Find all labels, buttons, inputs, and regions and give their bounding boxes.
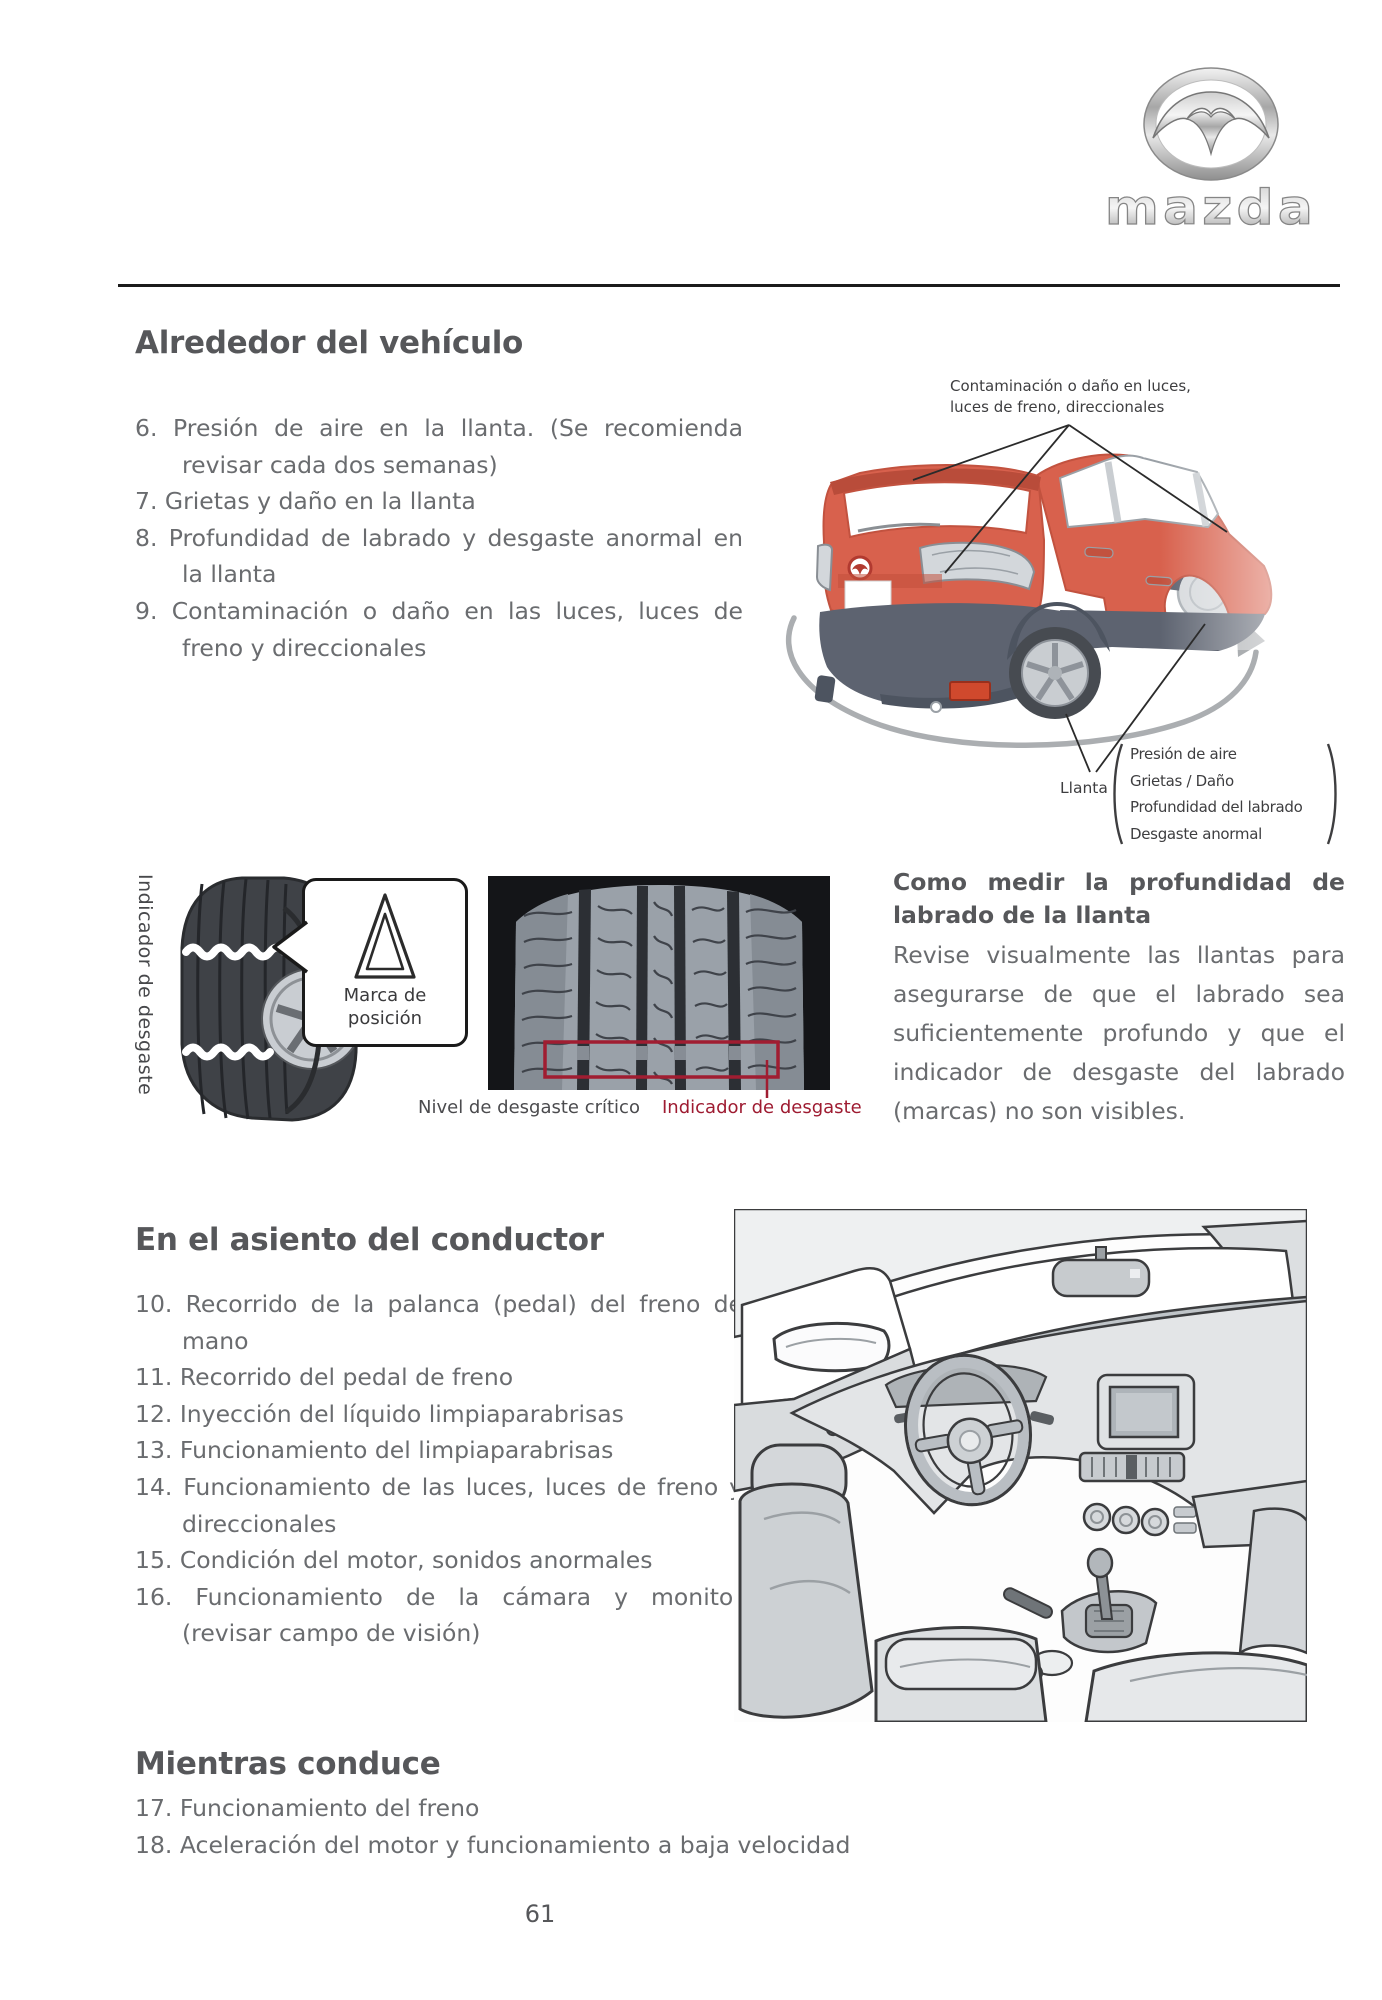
wear-indicator-label: Indicador de desgaste bbox=[662, 1097, 862, 1118]
list-item: 16. Funcionamiento de la cámara y monito… bbox=[135, 1582, 743, 1648]
tread-photo bbox=[488, 876, 830, 1100]
position-mark-callout: Marca de posición bbox=[302, 878, 468, 1047]
list-item: 12. Inyección del líquido limpiaparabris… bbox=[135, 1399, 624, 1428]
rearview-mirror bbox=[1051, 1258, 1151, 1298]
car-rear-illustration bbox=[760, 350, 1360, 850]
wheel-check-bracket: Presión de aire Grietas / Daño Profundid… bbox=[1110, 741, 1340, 847]
bracket-item: Presión de aire bbox=[1130, 745, 1237, 763]
list-item: 13. Funcionamiento del limpiaparabrisas bbox=[135, 1436, 614, 1465]
wheel-pointer-lines bbox=[1065, 623, 1206, 773]
steering-wheel bbox=[903, 1353, 1033, 1507]
callout-label: Marca de posición bbox=[343, 985, 427, 1029]
triangle-mark-icon bbox=[354, 893, 416, 979]
section-heading-driver-seat: En el asiento del conductor bbox=[135, 1222, 604, 1258]
mazda-logo-icon: mazda bbox=[1088, 58, 1334, 238]
list-item: 9. Contaminación o daño en las luces, lu… bbox=[135, 596, 743, 662]
list-item: 15. Condición del motor, sonidos anormal… bbox=[135, 1546, 653, 1575]
tread-measure-body: Revise visualmente las llantas para aseg… bbox=[893, 941, 1345, 1125]
list-item: 14. Funcionamiento de las luces, luces d… bbox=[135, 1472, 743, 1538]
header-rule bbox=[118, 284, 1340, 287]
wear-indicator-highlight bbox=[543, 1040, 780, 1079]
page-number: 61 bbox=[524, 1900, 556, 1928]
wheel-label: Llanta bbox=[1060, 779, 1108, 797]
driver-seatback bbox=[738, 1482, 874, 1719]
tread-measure-heading: Como medir la profundidad de labrado de … bbox=[893, 868, 1345, 929]
bracket-item: Grietas / Daño bbox=[1130, 771, 1234, 790]
list-item: 6. Presión de aire en la llanta. (Se rec… bbox=[135, 414, 743, 479]
right-paren-icon bbox=[1326, 743, 1337, 845]
around-list: 6. Presión de aire en la llanta. (Se rec… bbox=[135, 410, 743, 666]
side-mirror bbox=[772, 1322, 891, 1373]
interior-illustration bbox=[734, 1209, 1307, 1722]
list-item: 10. Recorrido de la palanca (pedal) del … bbox=[135, 1290, 743, 1355]
driver-seat-list: 10. Recorrido de la palanca (pedal) del … bbox=[135, 1286, 743, 1652]
list-item: 18. Aceleración del motor y funcionamien… bbox=[135, 1830, 851, 1859]
list-item: 8. Profundidad de labrado y desgaste ano… bbox=[135, 523, 743, 589]
left-paren-icon bbox=[1113, 743, 1124, 845]
section-heading-around: Alrededor del vehículo bbox=[135, 325, 524, 361]
mazda-wordmark: mazda bbox=[1105, 180, 1317, 236]
critical-wear-label: Nivel de desgaste crítico bbox=[418, 1097, 640, 1118]
list-item: 11. Recorrido del pedal de freno bbox=[135, 1363, 514, 1392]
section-heading-while-driving: Mientras conduce bbox=[135, 1746, 441, 1782]
bracket-item: Desgaste anormal bbox=[1130, 824, 1262, 843]
list-item: 17. Funcionamiento del freno bbox=[135, 1794, 480, 1822]
tread-measure-text: Como medir la profundidad de labrado de … bbox=[893, 866, 1345, 1131]
annotation-lines bbox=[912, 424, 1228, 574]
callout-tail-icon bbox=[272, 920, 308, 974]
rotation-arrow bbox=[785, 615, 1259, 748]
list-item: 7. Grietas y daño en la llanta bbox=[135, 487, 476, 516]
car-top-annotation: Contaminación o daño en luces, luces de … bbox=[950, 377, 1191, 416]
rear-reflector bbox=[949, 681, 991, 701]
wear-indicator-vertical-label: Indicador de desgaste bbox=[134, 874, 156, 1096]
bracket-item: Profundidad del labrado bbox=[1130, 798, 1303, 816]
while-driving-list: 17. Funcionamiento del freno 18. Acelera… bbox=[135, 1790, 1235, 1863]
